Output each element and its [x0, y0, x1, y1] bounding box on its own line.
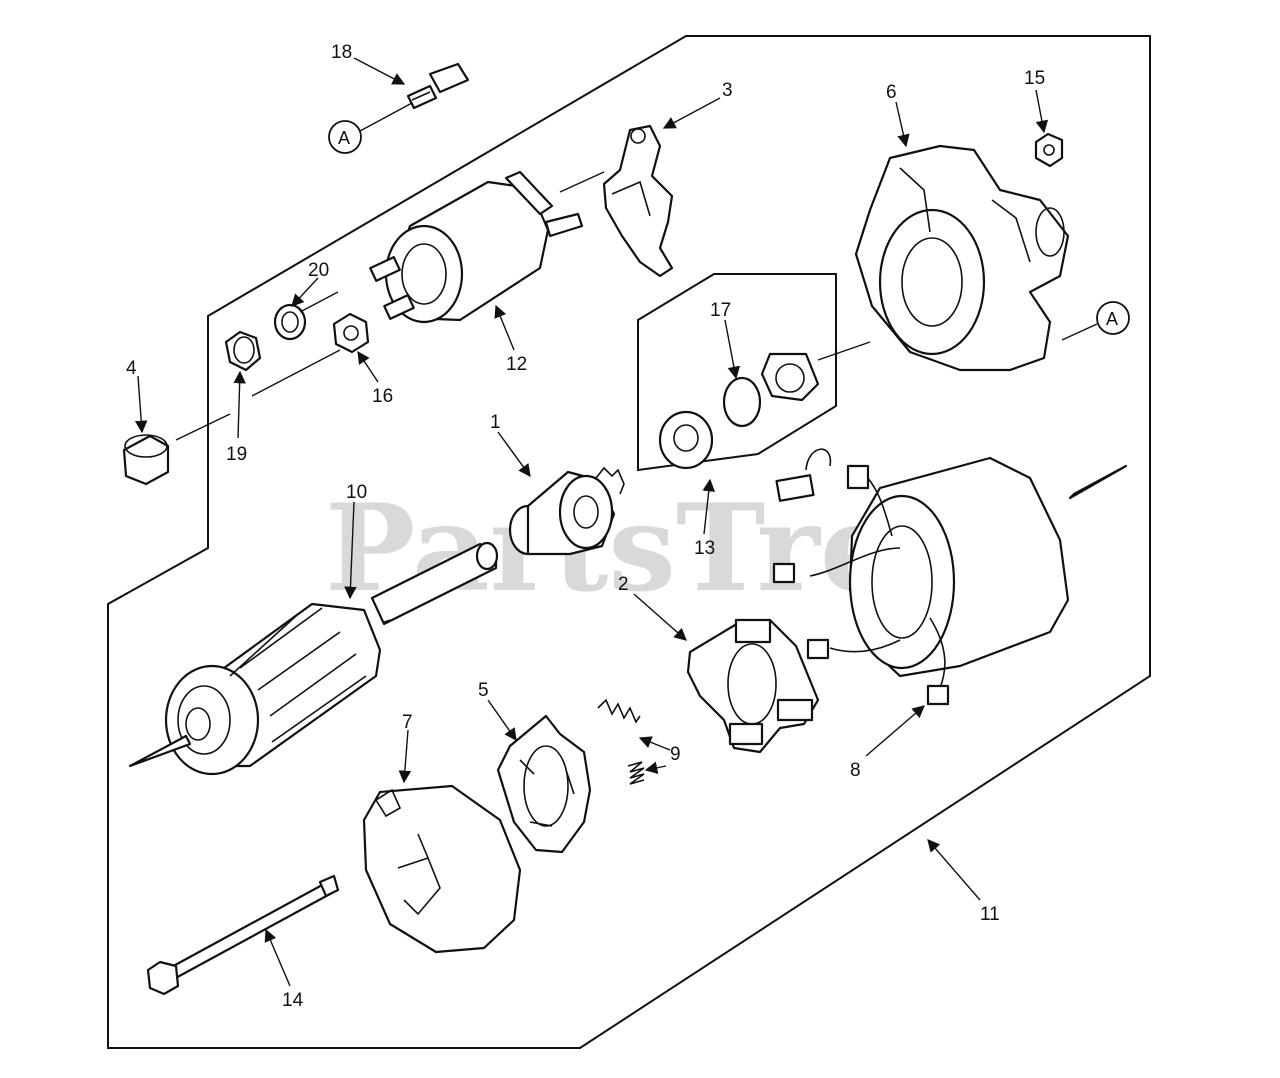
- nut-part-15: [1034, 132, 1064, 168]
- front-housing-part-6: [854, 144, 1070, 372]
- callout-12: 12: [506, 354, 527, 375]
- callout-14: 14: [282, 990, 304, 1011]
- brush-plate-part-5: [496, 714, 592, 854]
- reference-marker-left-text: A: [338, 128, 350, 148]
- callout-10: 10: [346, 482, 367, 503]
- callout-20: 20: [308, 260, 329, 281]
- brush-holder-part-2: [686, 618, 820, 754]
- through-bolt-part-14: [146, 874, 340, 996]
- callout-13: 13: [694, 538, 715, 559]
- callout-9: 9: [670, 744, 681, 765]
- kit-collar: [658, 410, 714, 470]
- callout-5: 5: [478, 680, 489, 701]
- assembly-frame-outline: [107, 35, 1151, 1049]
- callout-3: 3: [722, 80, 733, 101]
- bolt-part-18: [406, 62, 470, 110]
- callout-11: 11: [980, 904, 1000, 925]
- armature-part-10: [128, 541, 499, 776]
- reference-marker-right: A: [1061, 301, 1130, 341]
- cap-part-4: [122, 434, 170, 486]
- kit-snap-ring-part-17: [722, 376, 762, 428]
- end-frame-part-7: [362, 784, 522, 954]
- callout-1: 1: [490, 412, 501, 433]
- nut-part-16: [332, 312, 370, 354]
- callout-8: 8: [850, 760, 861, 781]
- callout-7: 7: [402, 712, 413, 733]
- callout-17: 17: [710, 300, 731, 321]
- shift-lever-part-3: [602, 124, 674, 278]
- callout-2: 2: [618, 574, 629, 595]
- pinion-drive-part-1: [508, 466, 625, 556]
- spring-part-9-lower: [627, 761, 645, 785]
- solenoid-part-12: [369, 170, 584, 324]
- kit-stopper: [760, 352, 820, 402]
- callout-16: 16: [372, 386, 393, 407]
- spring-part-9-upper: [597, 698, 641, 724]
- callout-4: 4: [126, 358, 137, 379]
- nut-part-19: [224, 330, 262, 372]
- reference-marker-left: A: [328, 102, 413, 154]
- drive-kit-box-part-13: [637, 273, 837, 472]
- callout-18: 18: [331, 42, 352, 63]
- washer-part-20: [273, 303, 307, 341]
- callout-15: 15: [1024, 68, 1045, 89]
- reference-marker-right-text: A: [1106, 309, 1118, 329]
- callout-6: 6: [886, 82, 897, 103]
- callout-19: 19: [226, 444, 247, 465]
- yoke-assembly-part-8: [772, 448, 1128, 706]
